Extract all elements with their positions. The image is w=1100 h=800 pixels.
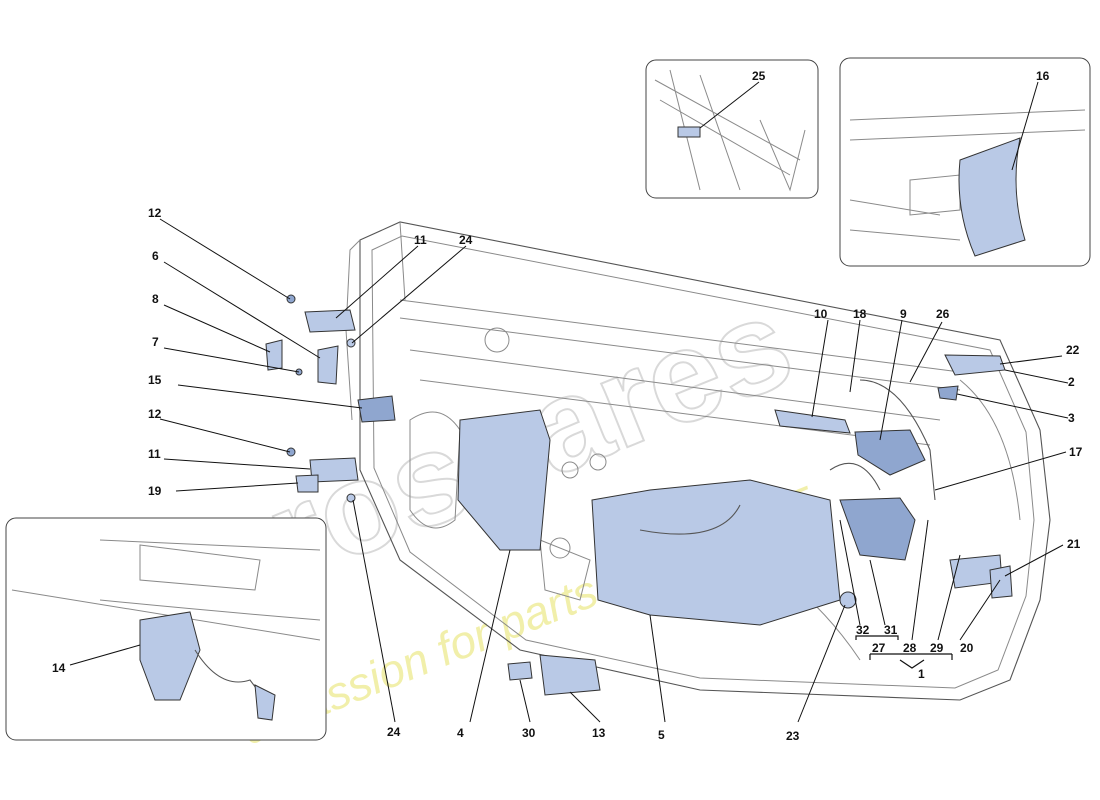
part-12-bolt-lower bbox=[286, 447, 296, 457]
callout-13: 13 bbox=[592, 726, 606, 740]
callout-20: 20 bbox=[960, 641, 974, 655]
callout-24-upper: 24 bbox=[459, 233, 473, 247]
callout-9: 9 bbox=[900, 307, 907, 321]
part-2-handle bbox=[944, 354, 1006, 376]
callout-labels: 12 6 8 7 15 12 11 19 11 24 24 4 30 13 5 … bbox=[52, 69, 1083, 743]
part-6-hinge-plate bbox=[317, 345, 339, 385]
part-3-bracket bbox=[937, 385, 959, 401]
callout-10: 10 bbox=[814, 307, 828, 321]
part-21-plate bbox=[989, 565, 1013, 599]
part-5-membrane bbox=[591, 479, 841, 626]
callout-11-upper: 11 bbox=[414, 233, 427, 247]
part-19-bracket bbox=[295, 474, 319, 493]
leader-lines bbox=[69, 81, 1069, 723]
callout-31: 31 bbox=[884, 623, 898, 637]
callout-7: 7 bbox=[152, 335, 159, 349]
callout-6: 6 bbox=[152, 249, 159, 263]
part-30-pad bbox=[507, 661, 533, 681]
callout-19: 19 bbox=[148, 484, 162, 498]
callout-8: 8 bbox=[152, 292, 159, 306]
callout-16: 16 bbox=[1036, 69, 1050, 83]
part-23-plug bbox=[839, 591, 857, 609]
callout-23: 23 bbox=[786, 729, 800, 743]
part-13-module bbox=[539, 654, 601, 696]
part-10-trim bbox=[774, 409, 851, 434]
callout-29: 29 bbox=[930, 641, 944, 655]
part-24-nut-lower bbox=[346, 493, 356, 503]
part-27-lock-main bbox=[839, 497, 916, 561]
inset-part-16 bbox=[839, 57, 1091, 267]
door-parts bbox=[265, 294, 1013, 696]
callout-12-lower: 12 bbox=[148, 407, 162, 421]
callout-30: 30 bbox=[522, 726, 536, 740]
callout-4: 4 bbox=[457, 726, 464, 740]
part-4-panel bbox=[457, 409, 551, 551]
part-11-hinge-upper bbox=[304, 309, 356, 333]
callout-28: 28 bbox=[903, 641, 917, 655]
callout-12-upper: 12 bbox=[148, 206, 162, 220]
callout-25: 25 bbox=[752, 69, 766, 83]
part-8-cover bbox=[265, 339, 283, 371]
callout-5: 5 bbox=[658, 728, 665, 742]
callout-32: 32 bbox=[856, 623, 870, 637]
callout-17: 17 bbox=[1069, 445, 1083, 459]
inset-part-25 bbox=[645, 59, 819, 199]
callout-27: 27 bbox=[872, 641, 886, 655]
inset-part-14 bbox=[5, 517, 327, 741]
callout-18: 18 bbox=[853, 307, 867, 321]
callout-24-lower: 24 bbox=[387, 725, 401, 739]
part-15-check-strap bbox=[357, 395, 396, 423]
callout-21: 21 bbox=[1067, 537, 1081, 551]
callout-15: 15 bbox=[148, 373, 162, 387]
callout-22: 22 bbox=[1066, 343, 1080, 357]
part-11-hinge-lower bbox=[309, 457, 359, 483]
callout-1: 1 bbox=[918, 667, 925, 681]
callout-14: 14 bbox=[52, 661, 66, 675]
part-24-nut-upper bbox=[346, 338, 356, 348]
part-12-bolt-upper bbox=[286, 294, 296, 304]
callout-11-lower: 11 bbox=[148, 447, 161, 461]
callout-2: 2 bbox=[1068, 375, 1075, 389]
callout-26: 26 bbox=[936, 307, 950, 321]
callout-3: 3 bbox=[1068, 411, 1075, 425]
part-9-lock-upper bbox=[854, 429, 926, 476]
